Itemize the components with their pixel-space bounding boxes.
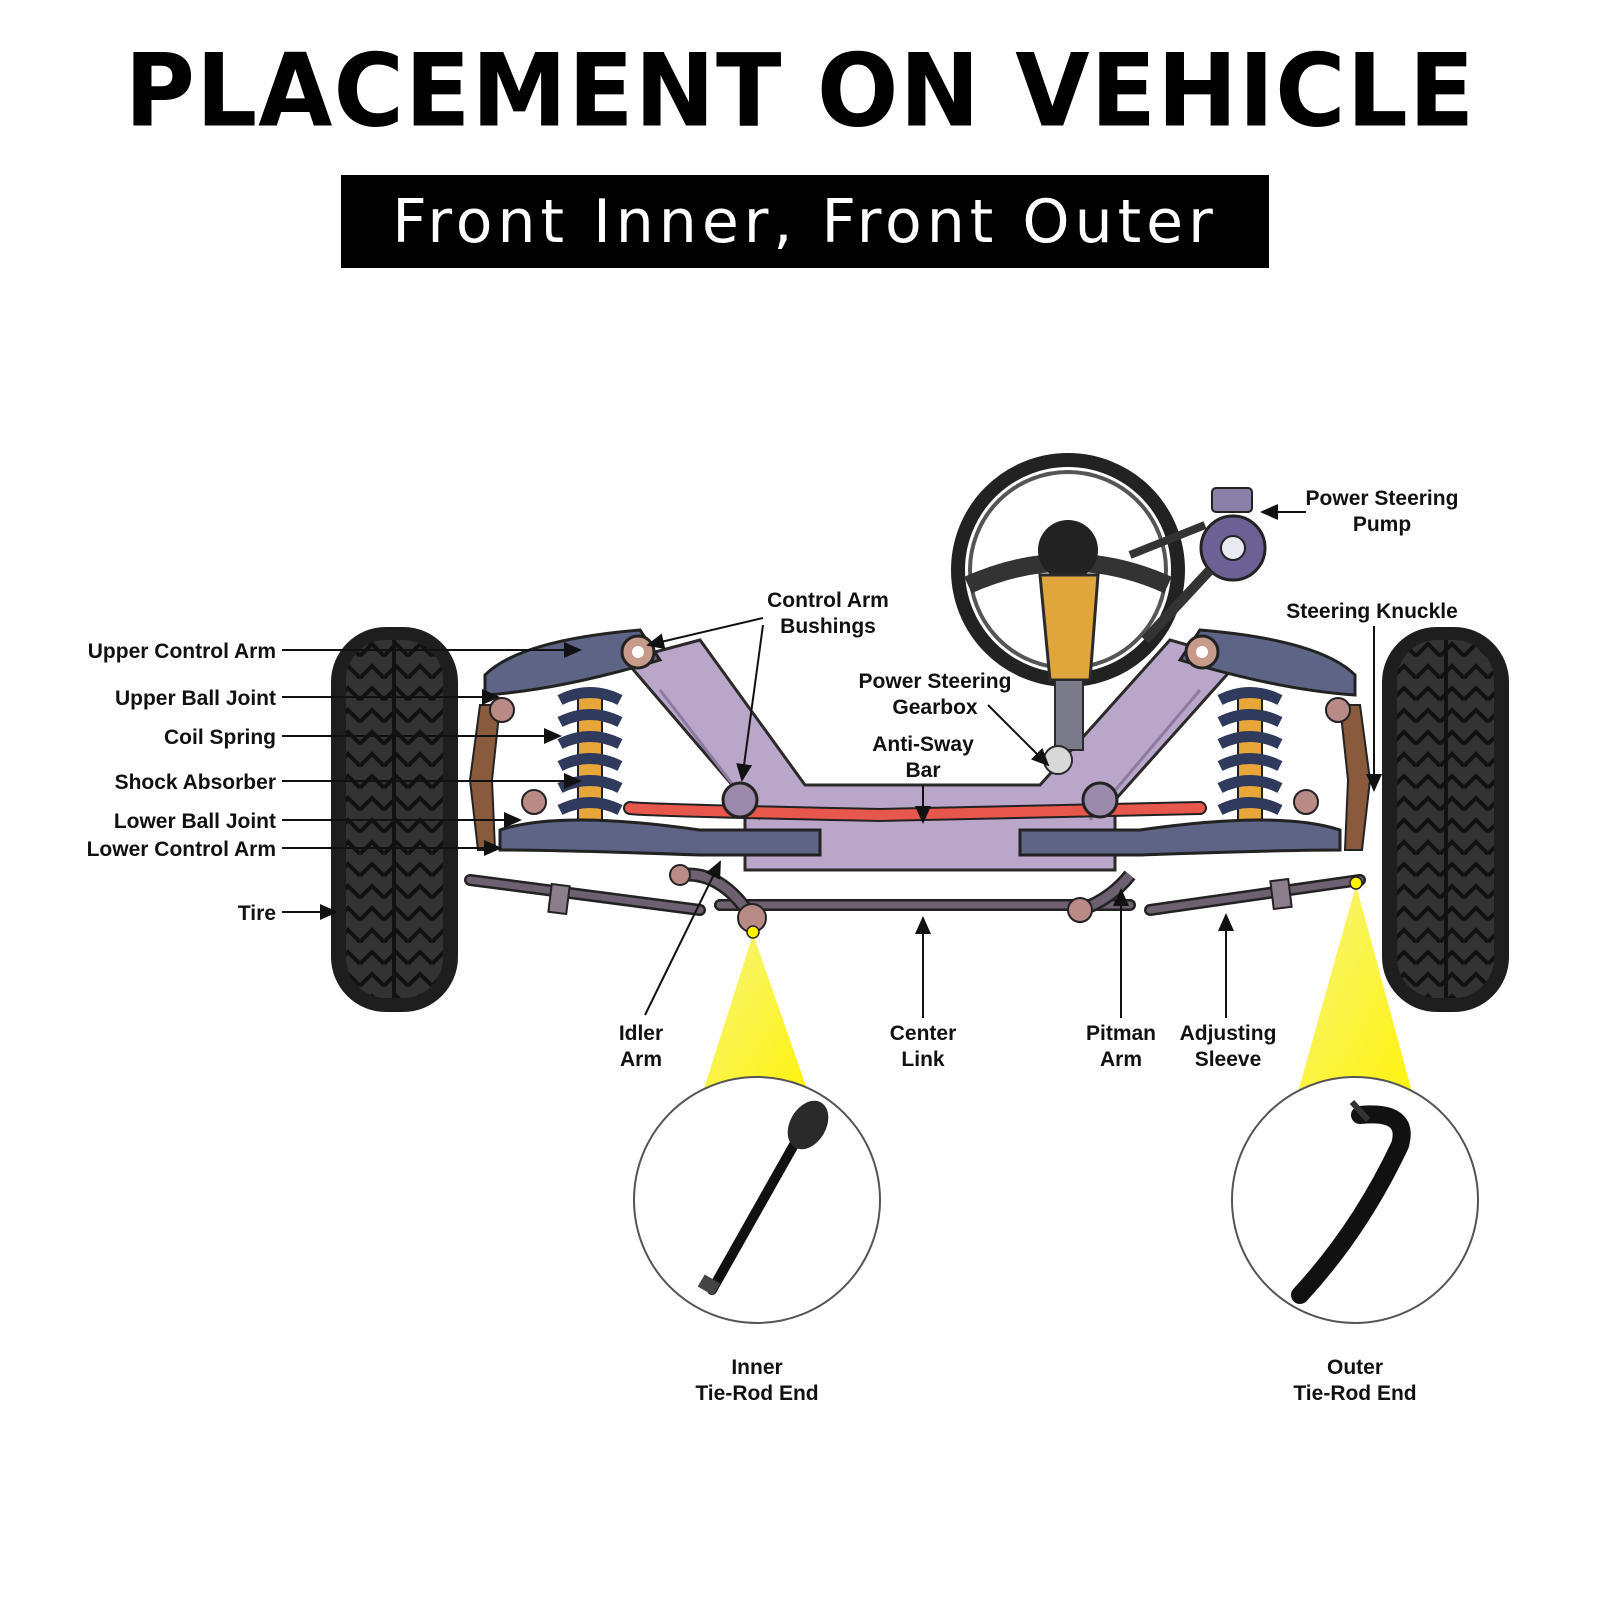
idler-arm bbox=[669, 864, 767, 933]
right-coil-spring bbox=[1217, 687, 1283, 815]
pitman-arm bbox=[1067, 870, 1136, 923]
label-pitman-arm-2: Arm bbox=[1100, 1048, 1142, 1071]
label-power-steering-pump-2: Pump bbox=[1353, 513, 1411, 536]
left-upper-control-arm bbox=[483, 628, 663, 697]
leader-lines bbox=[282, 504, 1382, 1018]
subtitle-text: Front Inner, Front Outer bbox=[392, 186, 1218, 257]
label-inner-tie-rod-end-1: Inner bbox=[731, 1356, 782, 1379]
label-anti-sway-bar-1: Anti-Sway bbox=[872, 733, 974, 756]
label-shock-absorber: Shock Absorber bbox=[115, 771, 276, 794]
label-tire: Tire bbox=[238, 902, 276, 925]
outer-highlight-beam bbox=[1298, 885, 1412, 1092]
inner-tie-rod-end-detail bbox=[633, 1076, 881, 1324]
label-power-steering-gearbox-2: Gearbox bbox=[892, 696, 978, 719]
label-coil-spring: Coil Spring bbox=[164, 726, 276, 749]
right-upper-ball-joint bbox=[1325, 697, 1351, 723]
label-lower-control-arm: Lower Control Arm bbox=[87, 838, 276, 861]
outer-tie-rod-end-detail bbox=[1231, 1076, 1479, 1324]
right-steering-knuckle bbox=[1338, 704, 1372, 851]
label-control-arm-bushings-1: Control Arm bbox=[767, 589, 889, 612]
label-power-steering-gearbox-1: Power Steering bbox=[859, 670, 1012, 693]
left-lower-ball-joint bbox=[521, 789, 547, 815]
inner-highlight-beam bbox=[703, 934, 808, 1092]
label-pitman-arm-1: Pitman bbox=[1086, 1022, 1156, 1045]
left-tie-rod bbox=[464, 874, 706, 916]
left-steering-knuckle bbox=[468, 704, 502, 851]
label-upper-control-arm: Upper Control Arm bbox=[88, 640, 276, 663]
right-tie-rod bbox=[1144, 874, 1366, 916]
label-idler-arm-1: Idler bbox=[619, 1022, 663, 1045]
power-steering-pump bbox=[1128, 487, 1267, 644]
steering-column bbox=[1038, 573, 1100, 775]
label-inner-tie-rod-end-2: Tie-Rod End bbox=[695, 1382, 818, 1405]
right-lower-control-arm bbox=[1018, 818, 1342, 857]
right-tire bbox=[1382, 627, 1509, 1012]
label-outer-tie-rod-end-2: Tie-Rod End bbox=[1293, 1382, 1416, 1405]
right-upper-control-arm bbox=[1177, 628, 1357, 697]
left-upper-ball-joint bbox=[489, 697, 515, 723]
label-adjusting-sleeve-2: Sleeve bbox=[1195, 1048, 1262, 1071]
right-lower-ball-joint bbox=[1293, 789, 1319, 815]
label-control-arm-bushings-2: Bushings bbox=[780, 615, 876, 638]
label-outer-tie-rod-end-1: Outer bbox=[1327, 1356, 1383, 1379]
right-frame-bushing bbox=[1081, 781, 1119, 819]
label-lower-ball-joint: Lower Ball Joint bbox=[114, 810, 276, 833]
inner-tie-rod-highlight-dot bbox=[746, 925, 760, 939]
label-upper-ball-joint: Upper Ball Joint bbox=[115, 687, 276, 710]
label-center-link-2: Link bbox=[901, 1048, 944, 1071]
subtitle-banner: Front Inner, Front Outer bbox=[341, 175, 1269, 268]
outer-tie-rod-highlight-dot bbox=[1349, 876, 1363, 890]
page-title: PLACEMENT ON VEHICLE bbox=[124, 32, 1476, 150]
label-power-steering-pump-1: Power Steering bbox=[1306, 487, 1459, 510]
label-idler-arm-2: Arm bbox=[620, 1048, 662, 1071]
left-lower-control-arm bbox=[498, 818, 822, 857]
label-center-link-1: Center bbox=[890, 1022, 957, 1045]
label-adjusting-sleeve-1: Adjusting bbox=[1180, 1022, 1277, 1045]
left-frame-bushing bbox=[721, 781, 759, 819]
label-steering-knuckle: Steering Knuckle bbox=[1286, 600, 1458, 623]
label-anti-sway-bar-2: Bar bbox=[905, 759, 940, 782]
